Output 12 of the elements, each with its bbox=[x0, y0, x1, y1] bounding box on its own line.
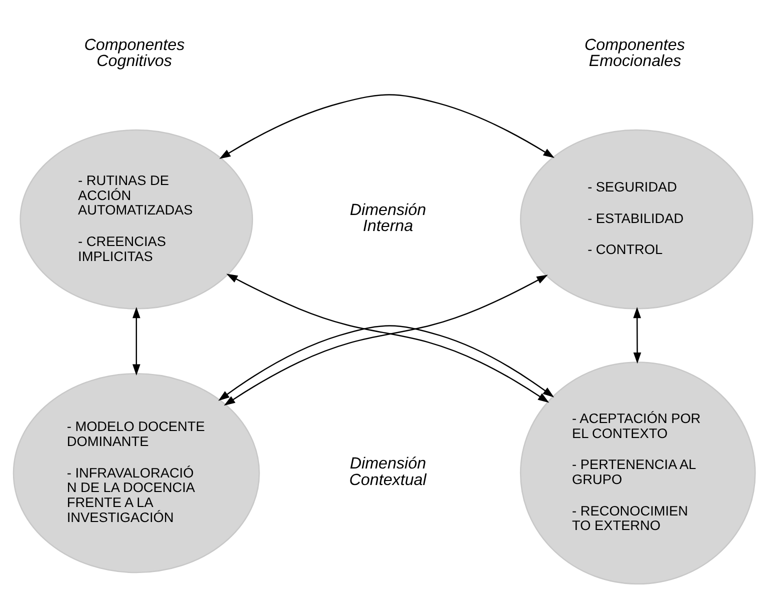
arrow bbox=[218, 325, 554, 401]
label: Dimensión Contextual bbox=[349, 454, 426, 489]
arrow bbox=[219, 94, 554, 159]
node-ellipse: - RUTINAS DE ACCIÓN AUTOMATIZADAS - CREENCIAS IMPLICITAS bbox=[20, 129, 254, 310]
label: Componentes Cognitivos bbox=[84, 36, 185, 70]
node-ellipse: - SEGURIDAD - ESTABILIDAD - CONTROL bbox=[520, 129, 754, 310]
arrow bbox=[132, 306, 140, 376]
label: Dimensión Interna bbox=[350, 200, 426, 236]
arrow bbox=[633, 306, 642, 364]
node-circle: - ACEPTACIÓN POR EL CONTEXTO - PERTENENCIA AL GRUPO - RECONOCIMIEN TO EXTERNO bbox=[520, 362, 756, 584]
node-ellipse: - MODELO DOCENTE DOMINANTE - INFRAVALORACIÓ N DE LA DOCENCIA FRENTE A LA INVESTIGACIÓN bbox=[12, 373, 260, 574]
label: Componentes Emocionales bbox=[584, 36, 685, 70]
